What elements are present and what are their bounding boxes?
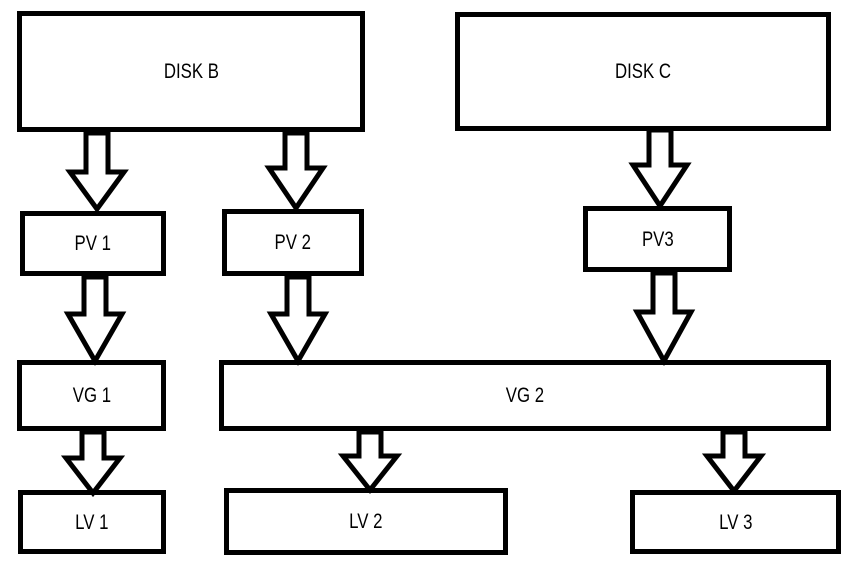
- down-arrow-vg2-to-lv2: [337, 429, 403, 495]
- box-lv2: LV 2: [224, 488, 508, 555]
- down-arrow-disk-c-to-pv3: [628, 127, 692, 211]
- box-lv3: LV 3: [630, 490, 841, 554]
- down-arrow-pv3-to-vg2: [632, 270, 696, 367]
- box-lv2-label: LV 2: [349, 510, 383, 533]
- box-disk-c-label: DISK C: [614, 60, 671, 83]
- box-pv1: PV 1: [20, 211, 166, 276]
- down-arrow-pv1-to-vg1: [63, 274, 127, 367]
- down-arrow-pv2-to-vg2: [266, 274, 330, 367]
- box-lv1-label: LV 1: [75, 510, 109, 534]
- down-arrow-disk-b-to-pv1: [65, 130, 129, 214]
- box-pv3: PV3: [583, 206, 732, 272]
- down-arrow-vg2-to-lv3: [701, 429, 767, 496]
- box-pv2: PV 2: [222, 209, 364, 276]
- box-disk-c: DISK C: [455, 12, 831, 131]
- box-vg1-label: VG 1: [72, 384, 111, 407]
- box-lv1: LV 1: [18, 490, 166, 554]
- down-arrow-disk-b-to-pv2: [264, 130, 328, 213]
- box-disk-b: DISK B: [17, 11, 365, 132]
- box-disk-b-label: DISK B: [163, 60, 219, 83]
- box-pv1-label: PV 1: [74, 232, 112, 255]
- down-arrow-vg1-to-lv1: [60, 429, 126, 498]
- box-vg2: VG 2: [219, 360, 831, 431]
- box-vg1: VG 1: [17, 360, 166, 431]
- box-vg2-label: VG 2: [505, 384, 545, 407]
- box-pv2-label: PV 2: [274, 231, 312, 254]
- box-pv3-label: PV3: [641, 227, 674, 251]
- box-lv3-label: LV 3: [718, 510, 753, 534]
